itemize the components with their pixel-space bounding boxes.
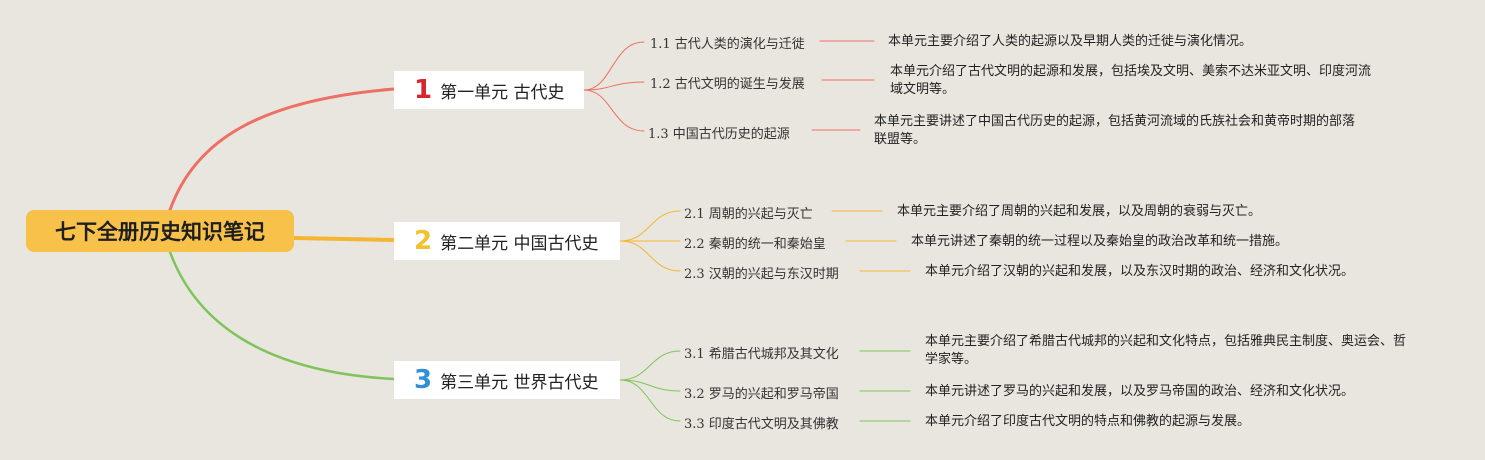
topic-1-1[interactable]: 1.1 古代人类的演化与迁徙 — [650, 37, 805, 52]
topic-2-3[interactable]: 2.3 汉朝的兴起与东汉时期 — [684, 267, 839, 282]
connector-unit-3-topic-1 — [619, 350, 681, 381]
root-title: 七下全册历史知识笔记 — [55, 220, 265, 244]
topic-3-1[interactable]: 3.1 希腊古代城邦及其文化 — [684, 347, 839, 362]
topic-3-2-description: 本单元讲述了罗马的兴起和发展，以及罗马帝国的政治、经济和文化状况。 — [925, 384, 1355, 399]
connector-root-unit-3 — [168, 250, 396, 381]
topic-2-2-description: 本单元讲述了秦朝的统一过程以及秦始皇的政治改革和统一措施。 — [911, 234, 1289, 249]
unit-title-2: 第二单元 中国古代史 — [440, 233, 599, 254]
unit-number-1: 1 — [414, 75, 433, 105]
connector-unit-1-topic-3 — [583, 89, 645, 132]
topic-3-2[interactable]: 3.2 罗马的兴起和罗马帝国 — [684, 387, 839, 402]
unit-title-1: 第一单元 古代史 — [440, 82, 565, 103]
root-node[interactable]: 七下全册历史知识笔记 — [26, 210, 294, 252]
connector-unit-2-topic-3 — [619, 240, 681, 272]
unit-number-2: 2 — [414, 226, 433, 256]
topic-2-2[interactable]: 2.2 秦朝的统一和秦始皇 — [684, 237, 826, 252]
topic-3-3-description: 本单元介绍了印度古代文明的特点和佛教的起源与发展。 — [925, 414, 1251, 429]
topic-1-2[interactable]: 1.2 古代文明的诞生与发展 — [650, 77, 805, 92]
topic-2-1[interactable]: 2.1 周朝的兴起与灭亡 — [684, 207, 813, 222]
topic-1-3[interactable]: 1.3 中国古代历史的起源 — [648, 127, 790, 142]
connector-unit-3-topic-3 — [619, 379, 681, 422]
unit-node-3[interactable]: 3 第三单元 世界古代史 — [394, 361, 620, 399]
connector-unit-1-topic-1 — [583, 41, 645, 91]
topic-2-1-description: 本单元主要介绍了周朝的兴起和发展，以及周朝的衰弱与灭亡。 — [897, 204, 1262, 219]
topic-2-3-description: 本单元介绍了汉朝的兴起和发展，以及东汉时期的政治、经济和文化状况。 — [925, 264, 1355, 279]
unit-title-3: 第三单元 世界古代史 — [440, 372, 599, 393]
connector-unit-1-topic-2 — [583, 81, 645, 91]
unit-node-1[interactable]: 1 第一单元 古代史 — [394, 71, 584, 109]
topic-1-2-description: 本单元介绍了古代文明的起源和发展，包括埃及文明、美索不达米亚文明、印度河流域文明… — [890, 64, 1372, 97]
topic-1-3-description: 本单元主要讲述了中国古代历史的起源，包括黄河流域的氏族社会和黄帝时期的部落联盟等… — [874, 114, 1356, 147]
connector-root-unit-1 — [168, 87, 396, 212]
connector-unit-3-topic-2 — [619, 379, 681, 392]
unit-node-2[interactable]: 2 第二单元 中国古代史 — [394, 222, 620, 260]
topic-3-3[interactable]: 3.3 印度古代文明及其佛教 — [684, 417, 839, 432]
connector-root-unit-2 — [292, 236, 396, 242]
topic-3-1-description: 本单元主要介绍了希腊古代城邦的兴起和文化特点，包括雅典民主制度、奥运会、哲学家等… — [925, 334, 1407, 367]
unit-number-3: 3 — [414, 365, 433, 395]
connector-unit-2-topic-1 — [619, 210, 681, 242]
topic-1-1-description: 本单元主要介绍了人类的起源以及早期人类的迁徙与演化情况。 — [888, 34, 1253, 49]
